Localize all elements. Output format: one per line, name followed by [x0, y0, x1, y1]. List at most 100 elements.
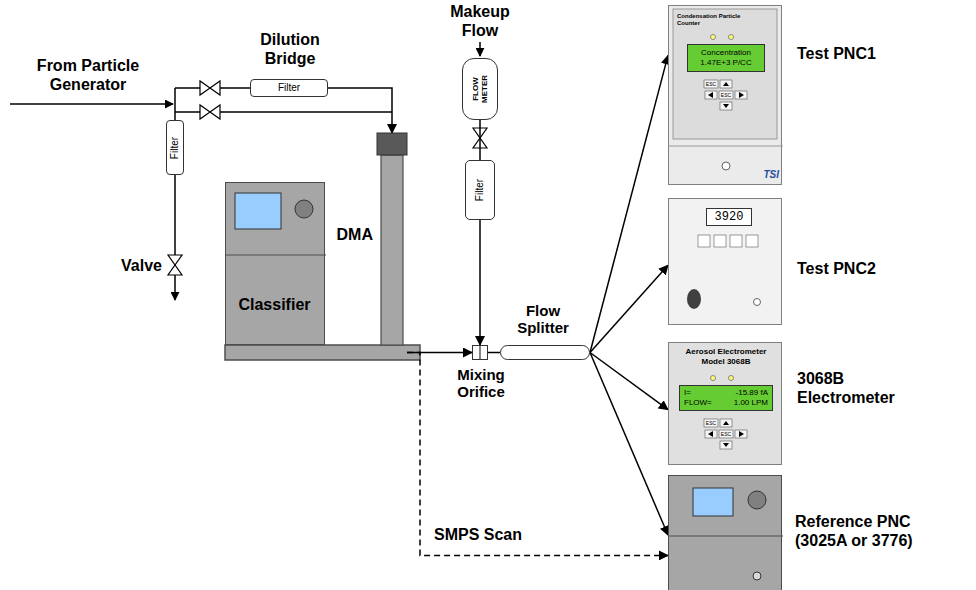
flow-splitter: Flow Splitter [500, 345, 590, 360]
device-art [226, 183, 326, 346]
button-label: ESC [719, 91, 733, 99]
drawing-line [669, 146, 783, 147]
valve-symbol [200, 105, 210, 119]
label-text: Makeup Flow [438, 2, 522, 40]
drawing-rect [720, 102, 732, 110]
bleed-tube [174, 175, 176, 299]
drawing-rect [705, 430, 717, 438]
drawing-rect [381, 155, 403, 345]
label-text: DMA [331, 225, 373, 244]
makeup-inlet [479, 42, 481, 56]
mixing-orifice: Mixing Orifice [472, 345, 488, 360]
label-text: Dilution Bridge [245, 30, 335, 68]
flow-connector [328, 88, 392, 133]
drawing-rect [714, 235, 726, 247]
label-text: 1.00 LPM [718, 398, 768, 408]
edge-label: SMPS Scan [432, 525, 524, 544]
lcd-screen: Concentration 1.47E+3 P/CC [687, 44, 765, 72]
drawing-polygon [723, 443, 729, 447]
drawing-polygon [708, 92, 713, 98]
label-text: Valve [110, 256, 162, 275]
filter: Filter [250, 79, 328, 97]
electrometer: 3068B ElectrometerAerosol Electrometer M… [668, 342, 782, 465]
drawing-polygon [708, 431, 713, 437]
device-label: Reference PNC (3025A or 3776) [795, 512, 935, 550]
valve-symbol [200, 81, 210, 95]
button-label: ESC [704, 80, 718, 88]
drawing-circle [722, 162, 730, 170]
flow-connector [590, 55, 668, 352]
bleed-exit [174, 299, 176, 300]
drawing-rect [730, 235, 742, 247]
drawing-polygon [723, 421, 729, 425]
drawing-circle [295, 200, 313, 218]
valve-symbol [168, 265, 182, 275]
drawing-rect [735, 430, 747, 438]
drawing-rect [705, 91, 717, 99]
filter: Filter [166, 120, 184, 175]
filter: Filter [465, 160, 495, 220]
drawing-polygon [739, 92, 744, 98]
device-art [377, 133, 407, 360]
label-text: Flow Splitter [511, 302, 575, 337]
button-label: ESC [719, 430, 733, 438]
label-text: 3920 [707, 209, 751, 225]
drawing-rect [673, 9, 777, 139]
flow-connector [407, 352, 472, 354]
drawing-circle [729, 35, 734, 40]
drawing-circle [753, 572, 761, 580]
flow-connector [590, 265, 668, 352]
valve-symbol [168, 255, 182, 265]
flow-connector [488, 352, 500, 354]
label-text: From Particle Generator [8, 56, 168, 94]
label-text: FLOW METER [471, 69, 489, 109]
lcd-screen: I=-15.89 fAFLOW=1.00 LPM [679, 385, 773, 411]
drawing-rect [704, 80, 718, 88]
device-art [473, 346, 487, 359]
drawing-rect [720, 441, 732, 449]
flow-connector [479, 120, 481, 160]
classifier-base [225, 345, 420, 360]
classifier-box: Classifier [225, 182, 325, 345]
device-label: 3068B Electrometer [797, 369, 909, 407]
drawing-ellipse [687, 289, 701, 309]
label-text: Filter [170, 123, 180, 173]
header-tube [174, 88, 176, 120]
drawing-rect [746, 235, 758, 247]
label-text: I= [684, 388, 720, 398]
drawing-rect [698, 235, 710, 247]
dashed-connector [407, 353, 668, 556]
device-label: Test PNC2 [797, 259, 892, 278]
digit-display: 3920 [706, 208, 752, 226]
device-title: Condensation Particle Counter [677, 13, 749, 26]
dma-column: DMA [377, 133, 407, 360]
drawing-rect [720, 80, 732, 88]
reference-pnc: Reference PNC (3025A or 3776) [668, 475, 782, 590]
label-text: Filter [475, 163, 485, 217]
drawing-rect [735, 91, 747, 99]
drawing-line [226, 254, 326, 255]
device-art [669, 476, 783, 590]
label-text: Concentration 1.47E+3 P/CC [688, 48, 764, 67]
label-text: Classifier [226, 295, 323, 314]
label-text: Filter [251, 80, 327, 96]
valve-symbol [210, 81, 220, 95]
drawing-rect [693, 488, 733, 516]
label-text: FLOW= [684, 398, 720, 408]
inlet-tube [10, 103, 173, 105]
device-title: Aerosol Electrometer Model 3068B [673, 347, 779, 366]
drawing-rect [719, 430, 733, 438]
drawing-rect [719, 91, 733, 99]
drawing-polygon [739, 431, 744, 437]
brand-mark: TSI [755, 169, 779, 180]
label-text: -15.89 fA [718, 388, 768, 398]
drawing-polygon [723, 104, 729, 108]
test-pnc2: Test PNC23920 [668, 198, 782, 325]
flow-connector [590, 353, 668, 536]
flow-connector [479, 220, 481, 345]
drawing-circle [711, 35, 716, 40]
test-pnc1: Test PNC1Condensation Particle CounterTS… [668, 5, 782, 185]
drawing-polygon [723, 82, 729, 86]
